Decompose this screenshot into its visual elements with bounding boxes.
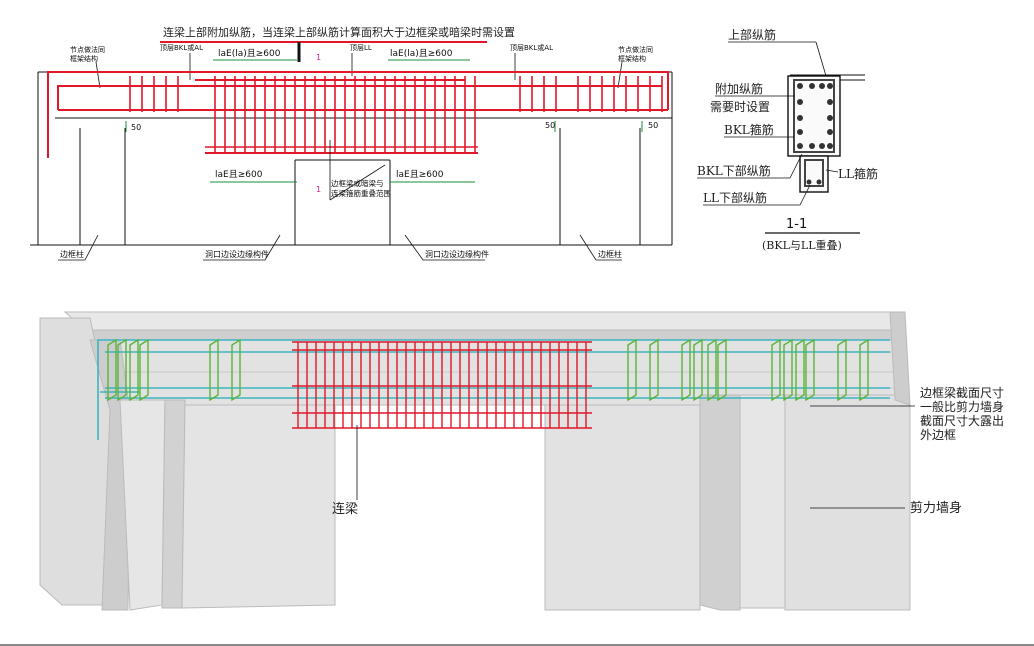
overlap-note-2: 连梁箍筋重叠范围	[331, 188, 391, 198]
section-subtitle: (BKL与LL重叠)	[762, 238, 842, 252]
frame-stirrup	[139, 338, 149, 402]
frame-stirrup	[117, 338, 127, 402]
header-note: 连梁上部附加纵筋，当连梁上部纵筋计算面积大于边框梁或暗梁时需设置	[163, 25, 515, 39]
rebar-dot	[827, 83, 833, 89]
wall-outline	[30, 71, 673, 246]
dim-50-a: 50	[131, 123, 141, 132]
frame-beam-note-3: 截面尺寸大露出	[920, 414, 1004, 428]
frame-stirrup	[693, 338, 703, 402]
section-mark-top: 1	[316, 53, 321, 62]
side-column-left-label: 边框柱	[60, 249, 84, 259]
frame-stirrup	[717, 338, 727, 402]
frame-stirrup	[707, 338, 717, 402]
anchor-top-right: laE(la)且≥600	[390, 48, 453, 59]
section-mark-bottom: 1	[316, 185, 321, 194]
section-title: 1-1	[786, 217, 807, 232]
frame-stirrup	[107, 338, 117, 402]
rebar-dot	[827, 143, 833, 149]
rebar-dot	[827, 129, 833, 135]
frame-stirrup	[129, 338, 139, 402]
left-node-note-2: 框架结构	[70, 54, 98, 63]
frame-stirrup	[783, 338, 793, 402]
opening-right-label: 洞口边设边缘构件	[425, 249, 489, 259]
overlap-note-1: 边框梁或暗梁与	[331, 178, 384, 188]
top-bkl-left-label: 顶层BKL或AL	[160, 43, 203, 52]
rebar-dot	[809, 143, 815, 149]
side-column-right-label: 边框柱	[598, 249, 622, 259]
left-node-note-1: 节点做法同	[70, 45, 105, 54]
frame-beam-note-1: 边框梁截面尺寸	[920, 385, 1004, 400]
frame-beam-note-2: 一般比剪力墙身	[920, 399, 1004, 414]
label-ll-bottom: LL下部纵筋	[703, 190, 767, 205]
anchor-bottom-right: laE且≥600	[396, 169, 444, 180]
right-node-note-2: 框架结构	[618, 54, 646, 63]
top-ll-label: 顶层LL	[350, 44, 372, 52]
shear-wall-label: 剪力墙身	[910, 500, 962, 516]
rebar-dot	[819, 83, 825, 89]
frame-stirrup	[837, 338, 847, 402]
rebar-dot	[809, 83, 815, 89]
coupling-beam-label: 连梁	[332, 501, 358, 517]
anchor-bottom-left: laE且≥600	[215, 169, 263, 180]
frame-stirrup	[795, 338, 805, 402]
opening-left-label: 洞口边设边缘构件	[205, 249, 269, 259]
rebar-dot	[797, 115, 803, 121]
frame-stirrup	[681, 338, 691, 402]
frame-stirrup	[771, 338, 781, 402]
frame-beam-note-4: 外边框	[920, 428, 956, 442]
section-1-1: 上部纵筋 附加纵筋 需要时设置 BKL箍筋 BKL下部纵筋 LL箍筋 LL下部纵…	[697, 27, 878, 252]
rebar-dot	[827, 115, 833, 121]
dim-50-b: 50	[545, 121, 555, 130]
coupling-beam-stirrups	[129, 76, 663, 153]
frame-stirrup	[649, 338, 659, 402]
rebar-dot	[819, 143, 825, 149]
frame-stirrup	[805, 338, 815, 402]
dim-50-c: 50	[648, 121, 658, 130]
label-ll-stirrup: LL箍筋	[838, 166, 878, 181]
rebar-dot	[797, 83, 803, 89]
label-bkl-bottom: BKL下部纵筋	[697, 163, 771, 178]
top-longitudinal-bars	[47, 71, 669, 158]
top-bkl-right-label: 顶层BKL或AL	[510, 43, 553, 52]
rebar-dot	[797, 129, 803, 135]
frame-stirrup	[627, 338, 637, 402]
label-top-bars: 上部纵筋	[728, 27, 776, 42]
frame-stirrup	[859, 338, 869, 402]
anchor-top-left: laE(la)且≥600	[218, 48, 281, 59]
rebar-dot	[797, 99, 803, 105]
frame-stirrup	[209, 338, 219, 402]
right-node-note-1: 节点做法同	[618, 45, 653, 54]
label-additional-2: 需要时设置	[710, 100, 770, 114]
rebar-dot	[827, 99, 833, 105]
rebar-dot	[797, 143, 803, 149]
label-bkl-stirrup: BKL箍筋	[724, 122, 774, 137]
shear-wall-3d-model: 边框梁截面尺寸 一般比剪力墙身 截面尺寸大露出 外边框 连梁 剪力墙身	[39, 311, 1004, 611]
frame-stirrup	[231, 338, 241, 402]
label-additional-1: 附加纵筋	[715, 81, 763, 96]
